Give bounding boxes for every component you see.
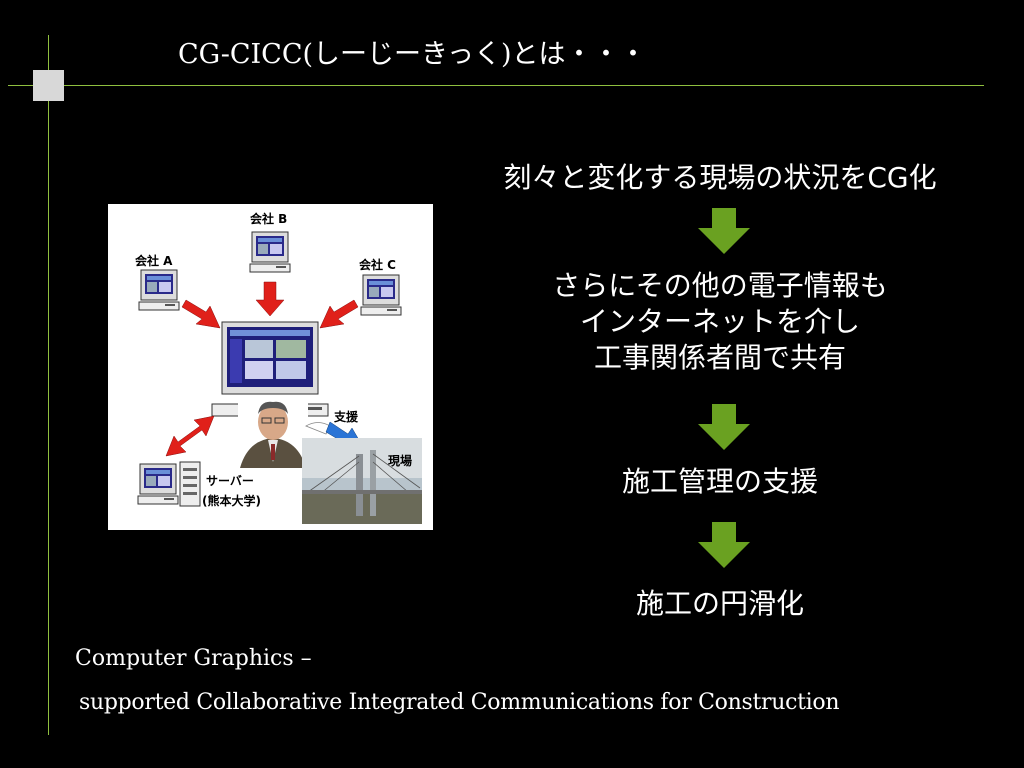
computer-icon-company-c bbox=[360, 274, 402, 316]
arrow-red-company-a bbox=[181, 299, 221, 329]
step-text: 刻々と変化する現場の状況をCG化 bbox=[503, 161, 937, 194]
bridge-photo bbox=[302, 438, 422, 524]
arrow-red-company-c bbox=[319, 299, 359, 329]
computer-icon-company-b bbox=[249, 231, 291, 273]
system-diagram: 会社 B 会社 A 会社 C 支援 現場 サーバー (熊本大学) bbox=[108, 204, 433, 530]
computer-icon-company-a bbox=[138, 269, 180, 311]
step-support: 施工管理の支援 bbox=[445, 464, 995, 500]
decorative-square bbox=[33, 70, 64, 101]
footer-line-1: Computer Graphics – bbox=[75, 646, 312, 671]
diagram-graphics bbox=[137, 231, 422, 524]
step-share: さらにその他の電子情報も インターネットを介し 工事関係者間で共有 bbox=[445, 268, 995, 376]
label-support: 支援 bbox=[334, 410, 359, 424]
decorative-horizontal-line bbox=[8, 85, 984, 86]
label-site: 現場 bbox=[388, 454, 413, 468]
step-text: さらにその他の電子情報も bbox=[552, 269, 888, 302]
step-text: インターネットを介し bbox=[579, 305, 860, 338]
step-cg: 刻々と変化する現場の状況をCG化 bbox=[445, 160, 995, 196]
down-arrow-icon bbox=[698, 522, 750, 568]
step-smooth: 施工の円滑化 bbox=[445, 586, 995, 622]
label-company-c: 会社 C bbox=[359, 258, 396, 272]
label-server-university: (熊本大学) bbox=[202, 494, 261, 508]
step-text: 施工の円滑化 bbox=[635, 587, 804, 620]
label-company-b: 会社 B bbox=[250, 212, 288, 226]
server-icon bbox=[137, 461, 201, 507]
step-text: 施工管理の支援 bbox=[621, 465, 818, 498]
arrow-red-company-b bbox=[255, 281, 285, 317]
decorative-vertical-line bbox=[48, 35, 49, 735]
down-arrow-icon bbox=[698, 404, 750, 450]
person-photo bbox=[238, 400, 308, 468]
step-text: 工事関係者間で共有 bbox=[593, 341, 846, 374]
slide-title: CG-CICC(しーじーきっく)とは・・・ bbox=[178, 39, 647, 70]
arrow-red-server bbox=[165, 415, 215, 457]
label-company-a: 会社 A bbox=[135, 254, 173, 268]
down-arrow-icon bbox=[698, 208, 750, 254]
label-server: サーバー bbox=[206, 474, 254, 488]
footer-line-2: supported Collaborative Integrated Commu… bbox=[79, 690, 840, 715]
